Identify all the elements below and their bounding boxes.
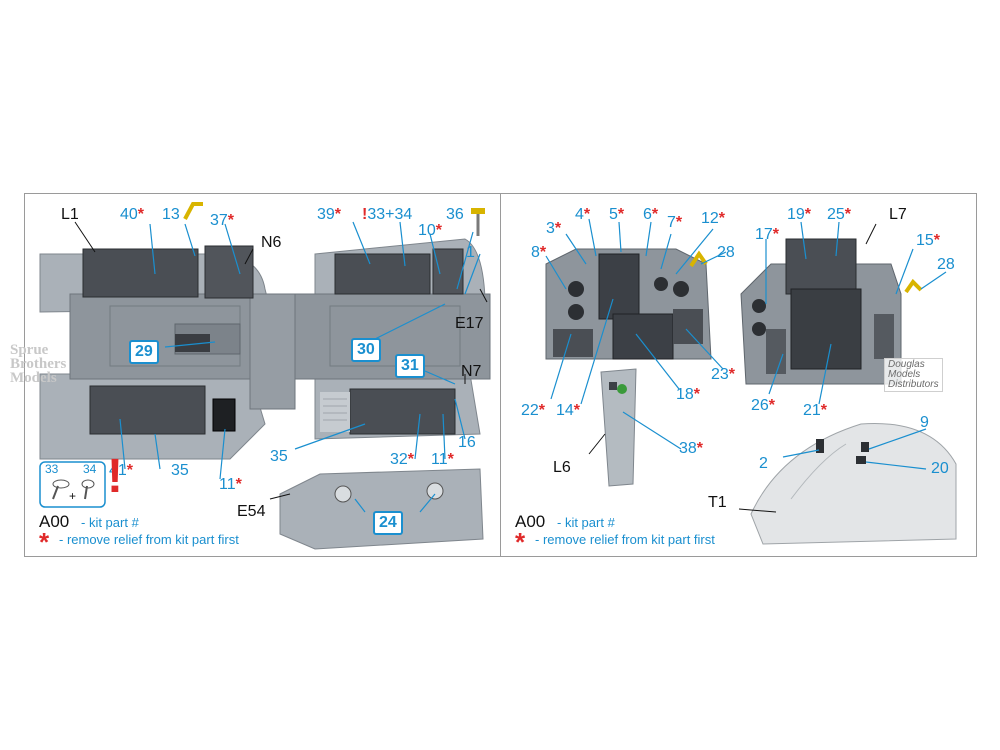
callout-10: 10*	[418, 222, 443, 239]
part-label-e17: E17	[455, 315, 484, 332]
part-label-l1: L1	[61, 206, 79, 223]
callout-9: 9	[920, 414, 929, 431]
callout-5: 5*	[609, 206, 625, 223]
watermark-line-1: Sprue	[10, 342, 49, 358]
callout-21: 21*	[803, 402, 828, 419]
callout-3: 3*	[546, 220, 562, 237]
callout-38: 38*	[679, 440, 704, 457]
callout-11-a: 11*	[219, 476, 242, 493]
callout-16: 16	[458, 434, 476, 451]
watermark-line-2: Brothers	[10, 356, 67, 372]
callout-14: 14*	[556, 402, 581, 419]
inset-part-34: 34	[83, 462, 97, 476]
callout-26: 26*	[751, 397, 776, 414]
legend-kit-text: - kit part #	[81, 515, 139, 530]
assembly-inset	[39, 461, 106, 508]
boxed-callout-24: 24	[373, 511, 403, 535]
callout-35-b: 35	[270, 448, 288, 465]
legend-kit-key: A00	[39, 512, 70, 531]
part-label-n7: N7	[461, 363, 482, 380]
callout-18: 18*	[676, 386, 701, 403]
legend-star-text: - remove relief from kit part first	[59, 532, 239, 547]
dm-line-1: Douglas	[888, 359, 925, 370]
callout-28-b: 28	[937, 256, 955, 273]
callout-8: 8*	[531, 244, 547, 261]
callout-41: 41*	[109, 462, 134, 479]
douglas-models-watermark: Douglas Models Distributors	[884, 358, 943, 392]
callout-17: 17*	[755, 226, 780, 243]
callout-12: 12*	[701, 210, 726, 227]
callout-28-a: 28	[717, 244, 735, 261]
callout-6: 6*	[643, 206, 659, 223]
callout-19: 19*	[787, 206, 812, 223]
boxed-callout-29: 29	[129, 340, 159, 364]
legend-kit-text: - kit part #	[557, 515, 615, 530]
canopy-t1	[750, 423, 957, 545]
legend-star-text: - remove relief from kit part first	[535, 532, 715, 547]
callout-20: 20	[931, 460, 949, 477]
boxed-callout-30: 30	[351, 338, 381, 362]
inset-plus-sign: +	[69, 489, 77, 503]
dm-line-3: Distributors	[888, 379, 939, 390]
callout-15: 15*	[916, 232, 941, 249]
callout-36: 36	[446, 206, 464, 223]
part-label-n6: N6	[261, 234, 282, 251]
sprue-brothers-watermark: Sprue Brothers Models	[10, 342, 67, 386]
boxed-callout-31: 31	[395, 354, 425, 378]
inset-warning-mark: !	[107, 450, 123, 503]
watermark-line-3: Models	[10, 370, 57, 386]
e54-part	[279, 468, 484, 550]
right-instruction-panel: L6 L7 T1 3* 4* 5* 6* 7* 12* 8* 28 22* 14…	[500, 193, 977, 557]
part-label-e54: E54	[237, 503, 266, 520]
callout-39: 39*	[317, 206, 342, 223]
right-cockpit-illustration	[545, 218, 957, 545]
center-pedestal	[600, 368, 637, 487]
legend-star-mark: *	[515, 527, 526, 557]
callout-40: 40*	[120, 206, 145, 223]
callout-2: 2	[759, 455, 768, 472]
callout-37: 37*	[210, 212, 235, 229]
callout-33-34: !33+34	[362, 206, 413, 223]
callout-32: 32*	[390, 451, 415, 468]
part-label-l7: L7	[889, 206, 907, 223]
legend-star-mark: *	[39, 527, 50, 557]
callout-35-a: 35	[171, 462, 189, 479]
callout-7: 7*	[667, 214, 683, 231]
inset-part-33: 33	[45, 462, 59, 476]
callout-25: 25*	[827, 206, 852, 223]
callout-1: 1	[466, 244, 475, 261]
dm-line-2: Models	[888, 369, 921, 380]
legend-kit-key: A00	[515, 512, 546, 531]
callout-22: 22*	[521, 402, 546, 419]
callout-4: 4*	[575, 206, 591, 223]
part-label-l6: L6	[553, 459, 571, 476]
callout-23: 23*	[711, 366, 736, 383]
left-instruction-panel: L1 N6 E17 N7 E54 40* 13 37* 39* !33+34 1…	[24, 193, 501, 557]
part-label-t1: T1	[708, 494, 727, 511]
callout-11-b: 11*	[431, 451, 454, 468]
callout-13: 13	[162, 206, 180, 223]
